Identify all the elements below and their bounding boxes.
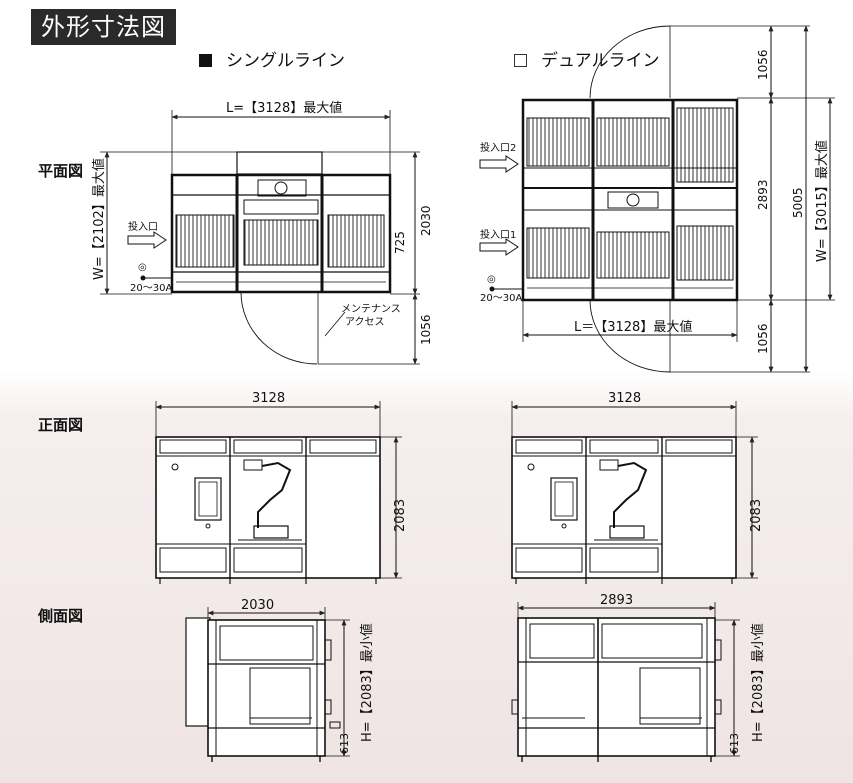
front-view-label: 正面図 <box>38 416 84 434</box>
legend-dual-label: デュアルライン <box>541 51 660 71</box>
plan-single-maint-label-2: アクセス <box>345 316 385 328</box>
legend-single: シングルライン <box>199 46 345 71</box>
plan-dual-input1: 投入口1 <box>480 228 516 241</box>
side-single-low: 613 <box>338 733 351 754</box>
plan-dual-maint-top: 1056 <box>756 49 770 80</box>
legend-dual: デュアルライン <box>514 46 660 71</box>
plan-single-maint-label-1: メンテナンス <box>341 303 401 315</box>
side-dual-depth: 2893 <box>600 593 633 608</box>
plan-single-depth: 2030 <box>419 205 433 236</box>
legend-single-label: シングルライン <box>226 51 345 71</box>
front-single-width: 3128 <box>252 391 285 406</box>
filled-square-icon <box>199 54 212 67</box>
front-single <box>155 401 402 584</box>
plan-single-width: W=【2102】最大値 <box>91 158 107 280</box>
plan-dual-total: 5005 <box>791 187 805 218</box>
plan-dual-width: W=【3015】最大値 <box>814 140 830 262</box>
side-single <box>185 607 350 762</box>
plan-dual-length: L＝【3128】最大値 <box>574 319 692 335</box>
plan-dual-power-symbol: ◎ <box>487 274 496 285</box>
front-dual <box>511 401 758 584</box>
plan-dual-power: 20～30A <box>480 293 522 304</box>
plan-dual <box>479 25 835 373</box>
plan-single-offset: 725 <box>393 231 407 254</box>
front-dual-width: 3128 <box>608 391 641 406</box>
side-single-depth: 2030 <box>241 598 274 613</box>
page-title: 外形寸法図 <box>31 9 176 45</box>
empty-square-icon <box>514 54 527 67</box>
side-dual <box>511 602 740 762</box>
side-view-label: 側面図 <box>38 607 84 625</box>
plan-single <box>100 110 420 365</box>
plan-single-power-symbol: ◎ <box>138 262 147 273</box>
plan-dual-maint-bottom: 1056 <box>756 323 770 354</box>
plan-dual-input2: 投入口2 <box>480 141 516 154</box>
plan-single-input: 投入口 <box>128 220 158 233</box>
plan-dual-depth: 2893 <box>756 179 770 210</box>
plan-single-length: L=【3128】最大値 <box>226 100 342 116</box>
side-dual-low: 613 <box>728 733 741 754</box>
plan-single-power: 20～30A <box>130 283 172 294</box>
plan-view-label: 平面図 <box>38 162 84 180</box>
side-dual-height: H=【2083】最小値 <box>750 623 766 742</box>
side-single-height: H=【2083】最小値 <box>359 623 375 742</box>
plan-single-maint: 1056 <box>419 314 433 345</box>
front-single-height: 2083 <box>393 499 408 532</box>
front-dual-height: 2083 <box>749 499 764 532</box>
